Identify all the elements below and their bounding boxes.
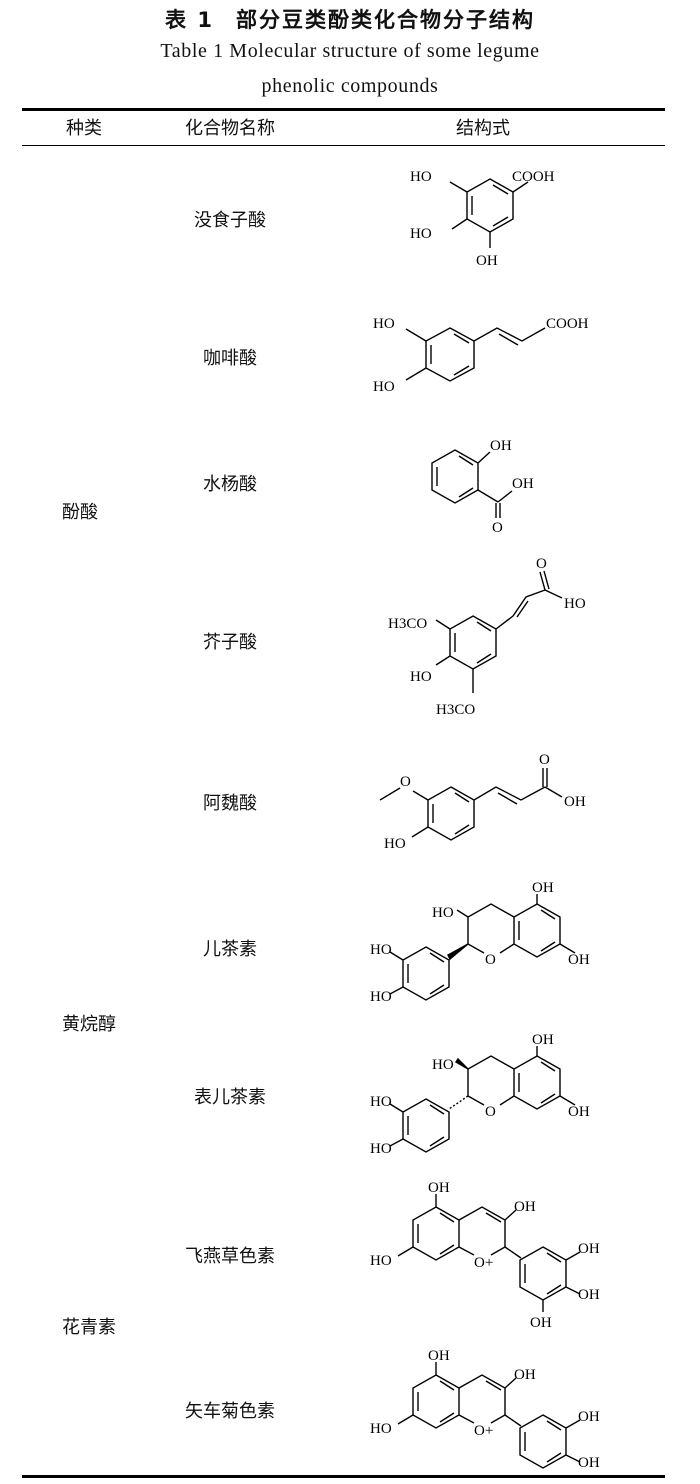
label-ho-c3: HO xyxy=(432,905,454,921)
table-title-en-line2: phenolic compounds xyxy=(261,75,439,97)
compound-name-catechin: 儿茶素 xyxy=(203,939,257,960)
category-anthocyanins: 花青素 xyxy=(62,1317,116,1338)
label-h3co-top: H3CO xyxy=(388,616,427,632)
label-oh-c3: OH xyxy=(514,1367,536,1383)
label-ho-b2: HO xyxy=(370,989,392,1005)
label-ho-left: HO xyxy=(370,1253,392,1269)
label-oh-right: OH xyxy=(568,952,590,968)
label-oh-b2: OH xyxy=(578,1287,600,1303)
label-oh-b3: OH xyxy=(530,1315,552,1331)
category-phenolic-acids: 酚酸 xyxy=(62,502,98,523)
ring-b xyxy=(402,1098,450,1153)
label-o-plus: O+ xyxy=(474,1255,493,1271)
label-o-carbonyl: O xyxy=(539,752,550,768)
compound-name-delphinidin: 飞燕草色素 xyxy=(185,1246,275,1267)
table-title-cn: 表 1 部分豆类酚类化合物分子结构 xyxy=(0,4,700,34)
compound-name-ferulic-acid: 阿魏酸 xyxy=(203,793,257,814)
label-ho-b1: HO xyxy=(370,942,392,958)
label-o-ring: O xyxy=(485,952,496,968)
label-ho-left: HO xyxy=(370,1421,392,1437)
label-oh-top: OH xyxy=(532,880,554,896)
structure-ferulic-acid: O O OH HO xyxy=(340,745,660,860)
label-o-carbonyl: O xyxy=(536,556,547,572)
compound-name-epicatechin: 表儿茶素 xyxy=(194,1087,266,1108)
compound-name-caffeic-acid: 咖啡酸 xyxy=(203,348,257,369)
label-ho-top: HO xyxy=(410,169,432,185)
compound-name-salicylic-acid: 水杨酸 xyxy=(203,474,257,495)
label-oh-b1: OH xyxy=(578,1409,600,1425)
ring-a xyxy=(513,1055,561,1110)
structure-delphinidin: OH OH HO O+ OH OH OH xyxy=(340,1172,660,1332)
structure-gallic-acid: HO COOH HO OH xyxy=(340,158,660,273)
label-oh-bottom: OH xyxy=(476,253,498,269)
structure-epicatechin: OH HO HO O OH HO xyxy=(340,1024,660,1164)
label-oh-top: OH xyxy=(490,438,512,454)
label-oh-top: OH xyxy=(428,1348,450,1364)
ring-b xyxy=(402,946,450,1001)
label-o-methoxy: O xyxy=(400,774,411,790)
wedge-bond-oh xyxy=(455,1057,469,1070)
structure-caffeic-acid: HO COOH HO xyxy=(340,300,660,410)
header-rule xyxy=(22,145,665,146)
label-oh-top: OH xyxy=(532,1032,554,1048)
table-title-en-line1: Table 1 Molecular structure of some legu… xyxy=(160,40,540,62)
label-cooh: COOH xyxy=(512,169,555,185)
label-ho-c3: HO xyxy=(432,1057,454,1073)
structure-cyanidin: OH OH HO O+ OH OH xyxy=(340,1340,660,1475)
category-flavanols: 黄烷醇 xyxy=(62,1014,116,1035)
compound-name-gallic-acid: 没食子酸 xyxy=(194,210,266,231)
benzene-ring xyxy=(431,449,479,504)
header-category: 种类 xyxy=(66,118,102,139)
label-ho: HO xyxy=(410,669,432,685)
header-compound: 化合物名称 xyxy=(185,118,275,139)
table-title-text: 部分豆类酚类化合物分子结构 xyxy=(235,8,535,32)
label-ho-acid: HO xyxy=(564,596,586,612)
label-ho-b1: HO xyxy=(370,1094,392,1110)
label-ho-bottom: HO xyxy=(373,379,395,395)
ring-a xyxy=(412,1206,460,1261)
label-oh-acid: OH xyxy=(564,794,586,810)
label-oh-right: OH xyxy=(568,1104,590,1120)
table-number: 表 1 xyxy=(165,8,214,32)
ring-a xyxy=(412,1374,460,1429)
label-ho: HO xyxy=(384,836,406,852)
structure-sinapic-acid: O HO H3CO HO H3CO xyxy=(340,548,660,723)
label-cooh: COOH xyxy=(546,316,589,332)
label-oh-acid: OH xyxy=(512,476,534,492)
wedge-bond xyxy=(447,943,469,961)
label-ho-top: HO xyxy=(373,316,395,332)
bottom-rule xyxy=(22,1475,665,1478)
benzene-ring xyxy=(427,786,475,841)
label-o-ring: O xyxy=(485,1104,496,1120)
label-oh-b1: OH xyxy=(578,1241,600,1257)
label-oh-b2: OH xyxy=(578,1455,600,1471)
label-h3co-bottom: H3CO xyxy=(436,702,475,718)
ring-b xyxy=(519,1246,567,1301)
benzene-ring xyxy=(449,615,497,670)
label-ho-mid: HO xyxy=(410,226,432,242)
ring-a xyxy=(513,903,561,958)
label-oh-top: OH xyxy=(428,1180,450,1196)
benzene-ring xyxy=(466,178,514,233)
structure-catechin: OH HO HO O OH HO xyxy=(340,872,660,1012)
compound-name-sinapic-acid: 芥子酸 xyxy=(203,632,257,653)
top-rule xyxy=(22,108,665,111)
label-o-plus: O+ xyxy=(474,1423,493,1439)
label-o-carbonyl: O xyxy=(492,520,503,536)
structure-salicylic-acid: OH OH O xyxy=(340,428,660,536)
ring-b xyxy=(519,1414,567,1469)
header-structure: 结构式 xyxy=(456,118,510,139)
compound-name-cyanidin: 矢车菊色素 xyxy=(185,1401,275,1422)
benzene-ring xyxy=(425,327,475,382)
label-oh-c3: OH xyxy=(514,1199,536,1215)
label-ho-b2: HO xyxy=(370,1141,392,1157)
